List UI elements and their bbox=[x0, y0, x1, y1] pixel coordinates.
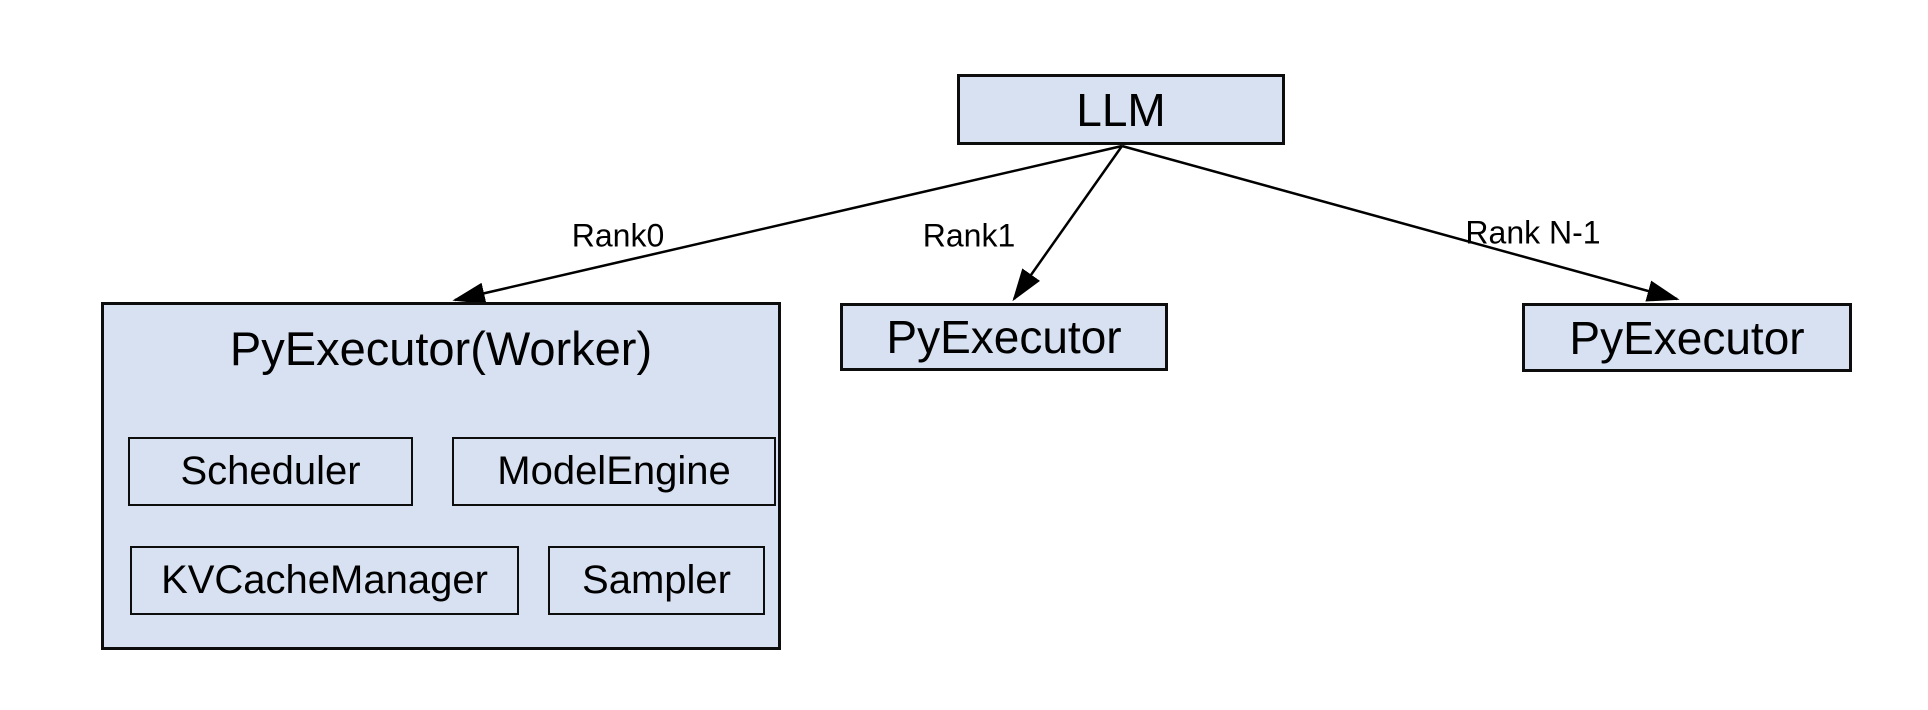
edge-label-rank0: Rank0 bbox=[571, 217, 665, 254]
pyexecutor-rank1-label: PyExecutor bbox=[886, 311, 1122, 363]
edge-rank0-line bbox=[452, 144, 1123, 304]
modelengine-label: ModelEngine bbox=[497, 449, 731, 493]
edge-rank1-line bbox=[1012, 145, 1124, 302]
pyexecutor-rank-n1-label: PyExecutor bbox=[1569, 311, 1805, 364]
scheduler-label: Scheduler bbox=[180, 449, 361, 493]
scheduler-node: Scheduler bbox=[128, 437, 413, 506]
sampler-node: Sampler bbox=[548, 546, 765, 615]
edge-label-rank-n1: Rank N-1 bbox=[1465, 214, 1601, 251]
pyexecutor-worker-title: PyExecutor(Worker) bbox=[229, 322, 653, 375]
edge-label-rank1: Rank1 bbox=[922, 217, 1016, 254]
edge-rank-n1-line bbox=[1121, 144, 1680, 302]
llm-node: LLM bbox=[957, 74, 1285, 145]
pyexecutor-node-rank1: PyExecutor bbox=[840, 303, 1168, 371]
modelengine-node: ModelEngine bbox=[452, 437, 776, 506]
kvcachemanager-label: KVCacheManager bbox=[161, 558, 488, 602]
llm-node-label: LLM bbox=[1076, 83, 1166, 136]
sampler-label: Sampler bbox=[582, 558, 731, 602]
pyexecutor-node-rank-n1: PyExecutor bbox=[1522, 303, 1852, 372]
pyexecutor-worker-node: PyExecutor(Worker) Scheduler ModelEngine… bbox=[101, 302, 781, 650]
kvcachemanager-node: KVCacheManager bbox=[130, 546, 519, 615]
